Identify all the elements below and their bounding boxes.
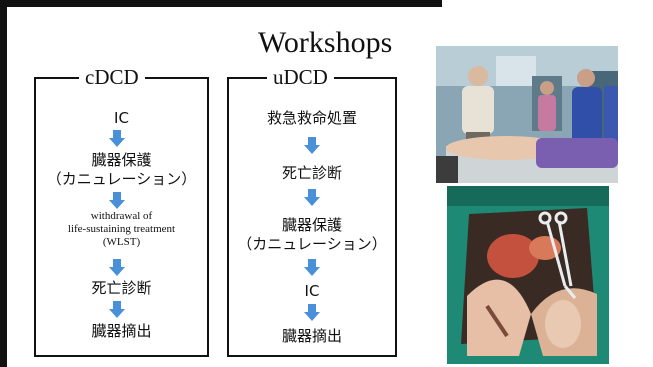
down-arrow-icon	[109, 192, 125, 209]
udcd-step-cannulation: （カニュレーション）	[237, 235, 387, 253]
cdcd-step-organ-retrieval: 臓器摘出	[91, 322, 152, 340]
workshop-simulation-photo	[436, 46, 618, 183]
udcd-step-death-diagnosis: 死亡診断	[281, 164, 342, 182]
cdcd-step-wlst-line3: (WLST)	[102, 236, 141, 248]
slide-frame-top	[0, 0, 442, 7]
udcd-label: uDCD	[267, 64, 334, 90]
down-arrow-icon	[304, 304, 320, 321]
down-arrow-icon	[109, 259, 125, 276]
udcd-step-emergency-care: 救急救命処置	[266, 109, 357, 127]
cdcd-step-wlst-line1: withdrawal of	[90, 210, 153, 222]
cdcd-step-cannulation: （カニュレーション）	[46, 170, 197, 188]
cdcd-step-organ-protection: 臓器保護	[91, 151, 152, 169]
slide-frame-left	[0, 0, 7, 367]
cdcd-step-death-diagnosis: 死亡診断	[91, 279, 152, 297]
udcd-step-organ-retrieval: 臓器摘出	[281, 327, 342, 345]
cdcd-panel: cDCD IC 臓器保護 （カニュレーション） withdrawal of li…	[34, 64, 209, 357]
cdcd-label: cDCD	[79, 64, 145, 90]
cannulation-model-photo	[447, 186, 609, 364]
udcd-step-organ-protection: 臓器保護	[281, 216, 342, 234]
udcd-panel: uDCD 救急救命処置 死亡診断 臓器保護 （カニュレーション） IC 臓器摘出	[227, 64, 397, 357]
down-arrow-icon	[304, 259, 320, 276]
down-arrow-icon	[109, 130, 125, 147]
cdcd-step-wlst-line2: life-sustaining treatment	[67, 223, 176, 235]
slide-title: Workshops	[258, 26, 393, 59]
down-arrow-icon	[304, 189, 320, 206]
down-arrow-icon	[304, 137, 320, 154]
down-arrow-icon	[109, 301, 125, 318]
cdcd-step-ic: IC	[114, 109, 129, 127]
udcd-step-ic: IC	[304, 282, 320, 300]
